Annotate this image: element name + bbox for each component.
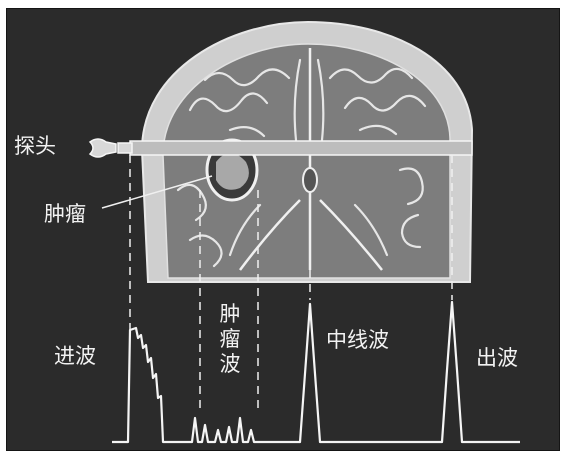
midline-structure [239,48,383,271]
brain-region [162,43,451,279]
probe-beam [129,140,473,156]
brain-folds [176,58,427,268]
tumor-wave-label: 肿瘤波 [219,302,241,377]
probe-label: 探头 [14,134,56,158]
tumor-core [216,153,249,190]
midline-wave-label: 中线波 [326,328,389,352]
exit-wave-label: 出波 [476,346,518,370]
probe-icon [88,138,133,158]
guide-lines [129,155,453,410]
tumor-pointer [101,175,213,209]
tumor-label: 肿瘤 [44,202,86,226]
echo-trace [112,300,520,444]
incident-wave-label: 进波 [54,344,96,368]
third-ventricle [302,167,318,193]
